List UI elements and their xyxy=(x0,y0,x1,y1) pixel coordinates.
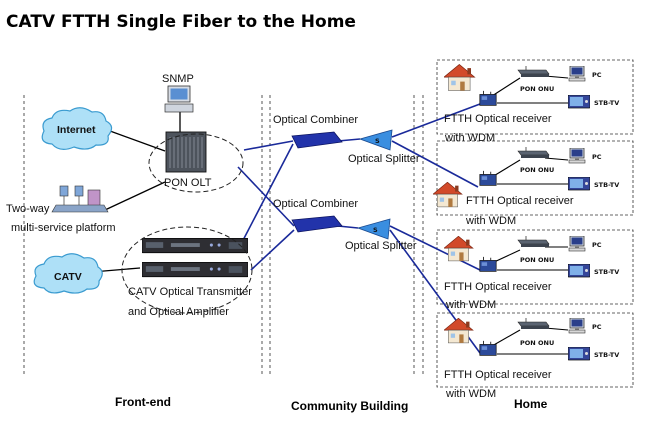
optical-amplifier-label: and Optical Amplifier xyxy=(128,306,229,318)
pc-label: PC xyxy=(592,71,602,79)
wdm-label: with WDM xyxy=(444,132,495,144)
home-1: PON ONU PC STB-TV FTTH Optical receiver … xyxy=(444,64,619,144)
pc-label: PC xyxy=(592,323,602,331)
multiservice-platform: Two-way multi-service platform xyxy=(6,185,116,234)
onu-label: PON ONU xyxy=(520,166,554,174)
splitter-bottom-label: Optical Splitter xyxy=(345,240,417,252)
wdm-label: with WDM xyxy=(465,215,516,227)
stb-label: STB-TV xyxy=(594,351,619,359)
stb-label: STB-TV xyxy=(594,268,619,276)
diagram-title: CATV FTTH Single Fiber to the Home xyxy=(6,12,356,32)
wdm-label: with WDM xyxy=(445,299,496,311)
pc-label: PC xyxy=(592,153,602,161)
section-community: Community Building xyxy=(291,399,408,413)
wdm-label: with WDM xyxy=(445,388,496,400)
pon-olt-label: PON OLT xyxy=(164,177,212,189)
combiner-top-label: Optical Combiner xyxy=(273,114,358,126)
home-4: PON ONU PC STB-TV FTTH Optical receiver … xyxy=(444,318,619,400)
catv-transmitter-label: CATV Optical Transmitter xyxy=(128,286,252,298)
receiver-label: FTTH Optical receiver xyxy=(444,369,552,381)
home-boxes xyxy=(436,59,634,388)
optical-splitter-top: S Optical Splitter xyxy=(348,129,420,165)
optical-splitter-bottom: S Optical Splitter xyxy=(345,218,417,252)
home-3: PON ONU PC STB-TV FTTH Optical receiver … xyxy=(444,236,619,311)
onu-label: PON ONU xyxy=(520,85,554,93)
section-frontend: Front-end xyxy=(115,395,171,409)
receiver-label: FTTH Optical receiver xyxy=(444,281,552,293)
multi-service-label: multi-service platform xyxy=(11,222,116,234)
combiner-bottom-label: Optical Combiner xyxy=(273,198,358,210)
two-way-label: Two-way xyxy=(6,203,50,215)
snmp-computer: SNMP xyxy=(162,73,194,113)
home-2: PON ONU PC STB-TV FTTH Optical receiver … xyxy=(433,147,619,227)
section-dividers xyxy=(23,95,424,376)
svg-text:S: S xyxy=(373,226,378,234)
internet-cloud: Internet xyxy=(41,107,113,150)
receiver-label: FTTH Optical receiver xyxy=(444,113,552,125)
catv-transmitter-amplifier: CATV Optical Transmitter and Optical Amp… xyxy=(121,226,253,318)
stb-label: STB-TV xyxy=(594,99,619,107)
snmp-label: SNMP xyxy=(162,73,194,85)
onu-label: PON ONU xyxy=(520,339,554,347)
internet-label: Internet xyxy=(57,124,96,136)
receiver-label: FTTH Optical receiver xyxy=(466,195,574,207)
svg-text:S: S xyxy=(375,137,380,145)
pc-label: PC xyxy=(592,241,602,249)
stb-label: STB-TV xyxy=(594,181,619,189)
catv-cloud: CATV xyxy=(33,253,103,294)
section-home: Home xyxy=(514,397,548,411)
optical-combiner-top: Optical Combiner xyxy=(273,114,358,149)
splitter-top-label: Optical Splitter xyxy=(348,153,420,165)
optical-combiner-bottom: Optical Combiner xyxy=(273,198,358,233)
catv-label: CATV xyxy=(54,271,82,283)
onu-label: PON ONU xyxy=(520,256,554,264)
pon-olt-device: PON OLT xyxy=(148,131,244,193)
